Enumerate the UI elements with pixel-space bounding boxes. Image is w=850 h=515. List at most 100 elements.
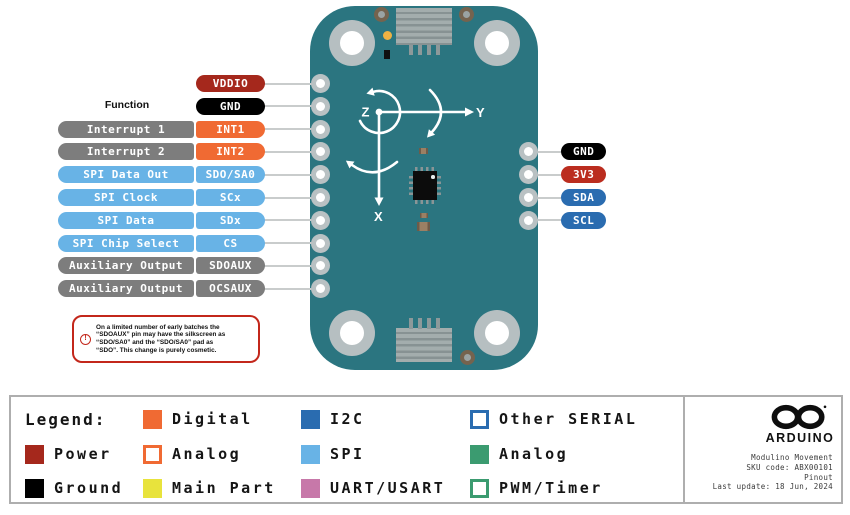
legend-item: Main Part xyxy=(143,478,276,498)
pin-pad xyxy=(311,188,330,207)
legend-item: Analog xyxy=(143,444,242,464)
legend-label: Ground xyxy=(54,479,124,497)
legend-item: Digital xyxy=(143,409,253,429)
pin-label-pill: CS xyxy=(196,234,265,252)
axis-label-x: X xyxy=(374,209,383,224)
pin-pad xyxy=(311,165,330,185)
function-pill: Interrupt 2 xyxy=(58,143,194,161)
pin-label-pill: SCx xyxy=(196,189,265,206)
pin-label-pill: SDOAUX xyxy=(196,257,265,275)
pin-pad xyxy=(518,188,538,207)
leader-line xyxy=(528,150,561,153)
legend-label: Digital xyxy=(172,410,253,428)
brand-name: ARDUINO xyxy=(765,431,835,445)
function-pill: Auxiliary Output xyxy=(58,280,194,298)
connector-leg xyxy=(435,317,441,329)
chip-pin1-marker xyxy=(431,175,435,179)
pin-pad xyxy=(311,96,330,116)
function-column-header: Function xyxy=(104,99,150,111)
connector-leg xyxy=(418,317,423,329)
axis-label-y: Y xyxy=(476,105,485,120)
legend-item: Legend: xyxy=(25,410,106,429)
leader-line xyxy=(528,219,561,222)
test-point xyxy=(373,6,389,22)
pin-label-pill: SDx xyxy=(196,211,265,229)
legend-swatch xyxy=(143,444,162,464)
pin-label-pill: SDO/SA0 xyxy=(196,166,265,184)
connector-leg xyxy=(409,317,414,329)
legend-label: PWM/Timer xyxy=(499,479,603,497)
pin-pad xyxy=(311,210,330,230)
legend-label: UART/USART xyxy=(330,479,446,497)
pin-pad xyxy=(311,233,330,253)
smd-component xyxy=(417,222,430,231)
doc-type: Pinout xyxy=(804,472,833,482)
function-pill: SPI Clock xyxy=(58,189,194,206)
pin-label-pill: INT1 xyxy=(196,120,265,138)
legend-item: UART/USART xyxy=(301,478,446,498)
product-name: Modulino Movement xyxy=(751,453,833,462)
qwiic-connector-bottom xyxy=(396,328,452,362)
legend-label: SPI xyxy=(330,445,365,463)
status-led xyxy=(382,30,392,40)
smd-component xyxy=(384,50,390,59)
chip-pins xyxy=(409,176,413,196)
leader-line xyxy=(528,196,561,199)
legend-item: Power xyxy=(25,444,112,464)
leader-line xyxy=(263,196,321,199)
legend-swatch xyxy=(25,444,44,464)
legend-item: Other SERIAL xyxy=(470,409,637,429)
legend-label: Power xyxy=(54,445,112,463)
legend-swatch xyxy=(470,444,489,464)
legend-swatch xyxy=(470,478,489,498)
leader-line xyxy=(263,264,321,267)
pin-pad xyxy=(518,210,538,230)
warning-line: On a limited number of early batches the xyxy=(96,323,220,331)
legend-item: PWM/Timer xyxy=(470,478,603,498)
legend-swatch xyxy=(25,478,44,498)
leader-line xyxy=(263,128,321,131)
orientation-axes-icon: Y X Z xyxy=(345,87,485,224)
legend-swatch xyxy=(301,444,320,464)
mounting-hole xyxy=(329,310,375,356)
connector-leg xyxy=(435,45,441,55)
pin-pad xyxy=(311,256,330,276)
legend-label: Analog xyxy=(172,445,242,463)
alert-icon: ! xyxy=(80,333,91,345)
chip-pins xyxy=(415,200,435,204)
leader-line xyxy=(263,105,321,108)
product-info: Modulino Movement SKU code: ABX00101 Pin… xyxy=(713,453,833,492)
arduino-logo-icon xyxy=(771,404,827,430)
pcb-board: Y X Z xyxy=(310,6,538,370)
warning-text: On a limited number of early batches the… xyxy=(96,324,225,354)
legend-item: Analog xyxy=(470,444,568,464)
axis-label-z: Z xyxy=(362,105,370,120)
mounting-hole xyxy=(474,20,520,66)
smd-component xyxy=(420,213,428,218)
connector-leg xyxy=(426,317,432,329)
function-pill: Interrupt 1 xyxy=(58,120,194,138)
warning-line: “SDO/SA0” and the “SDO/SA0” pad as xyxy=(96,339,214,346)
leader-line xyxy=(263,82,321,85)
chip-pins xyxy=(437,176,441,196)
test-point xyxy=(458,6,474,22)
connector-leg xyxy=(418,45,423,55)
pin-label-pill: OCSAUX xyxy=(196,280,265,298)
leader-line xyxy=(263,287,321,290)
pin-label-pill: INT2 xyxy=(196,143,265,161)
warning-note: ! On a limited number of early batches t… xyxy=(72,315,260,363)
chip-pins xyxy=(415,167,435,171)
legend-swatch xyxy=(470,409,489,429)
pin-label-pill: SCL xyxy=(561,211,607,229)
mounting-hole xyxy=(474,310,520,356)
legend-item: SPI xyxy=(301,444,365,464)
qwiic-connector-top xyxy=(396,8,452,45)
pin-pad xyxy=(518,165,538,185)
pin-pad xyxy=(311,142,330,162)
pin-label-pill: SDA xyxy=(561,189,607,206)
connector-leg xyxy=(409,45,414,55)
function-pill: SPI Data xyxy=(58,211,194,229)
legend-swatch xyxy=(143,478,162,498)
pin-pad xyxy=(311,119,330,139)
